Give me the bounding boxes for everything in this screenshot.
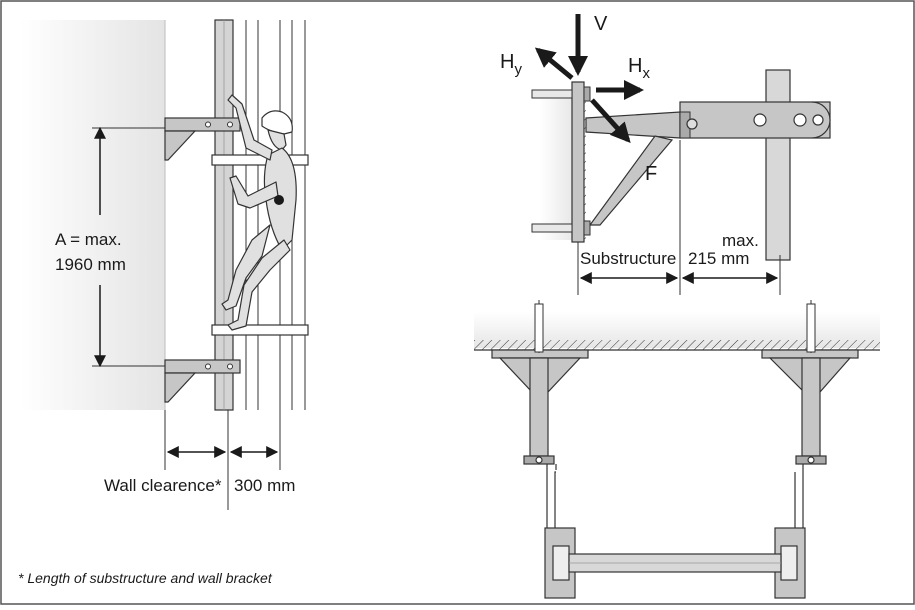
left-plan-bracket (491, 300, 589, 465)
side-view: A = max. 1960 mm Wall clearence* 300 mm (20, 19, 309, 510)
harness-attachment-icon (274, 195, 284, 205)
helmet-icon (261, 110, 293, 135)
climber-figure (221, 94, 297, 331)
force-hy-arrow (534, 47, 574, 80)
right-plan-bracket (761, 300, 859, 465)
wall-surface (20, 20, 165, 410)
substructure-label: Substructure (580, 249, 676, 268)
footnote: * Length of substructure and wall bracke… (18, 570, 273, 586)
dim-300-label: 300 mm (234, 476, 295, 495)
wall-clearance-label: Wall clearence* (104, 476, 222, 495)
bracket-force-diagram: V Hy Hx F Substructure max. 215 mm (500, 13, 831, 295)
bracket-strut (588, 135, 674, 226)
ceiling-hatch (474, 340, 880, 350)
anchor-bolt-top (531, 86, 591, 102)
max-label: max. (722, 231, 759, 250)
max-215-label: 215 mm (688, 249, 749, 268)
plan-view (474, 300, 880, 599)
force-v-label: V (594, 13, 608, 35)
ladder-stiles-top-view (544, 527, 806, 599)
cage-hoop (211, 324, 309, 336)
force-hy-label: Hy (500, 51, 522, 78)
base-plate (571, 81, 585, 243)
dim-a-line2: 1960 mm (55, 255, 126, 274)
cage-hoop (211, 154, 309, 166)
dim-a-line1: A = max. (55, 230, 122, 249)
anchor-bolt-bottom (531, 220, 591, 236)
ladder-stile-plan (765, 69, 791, 261)
force-f-label: F (645, 163, 657, 185)
force-hx-label: Hx (628, 55, 650, 82)
force-f-arrow (590, 98, 631, 143)
